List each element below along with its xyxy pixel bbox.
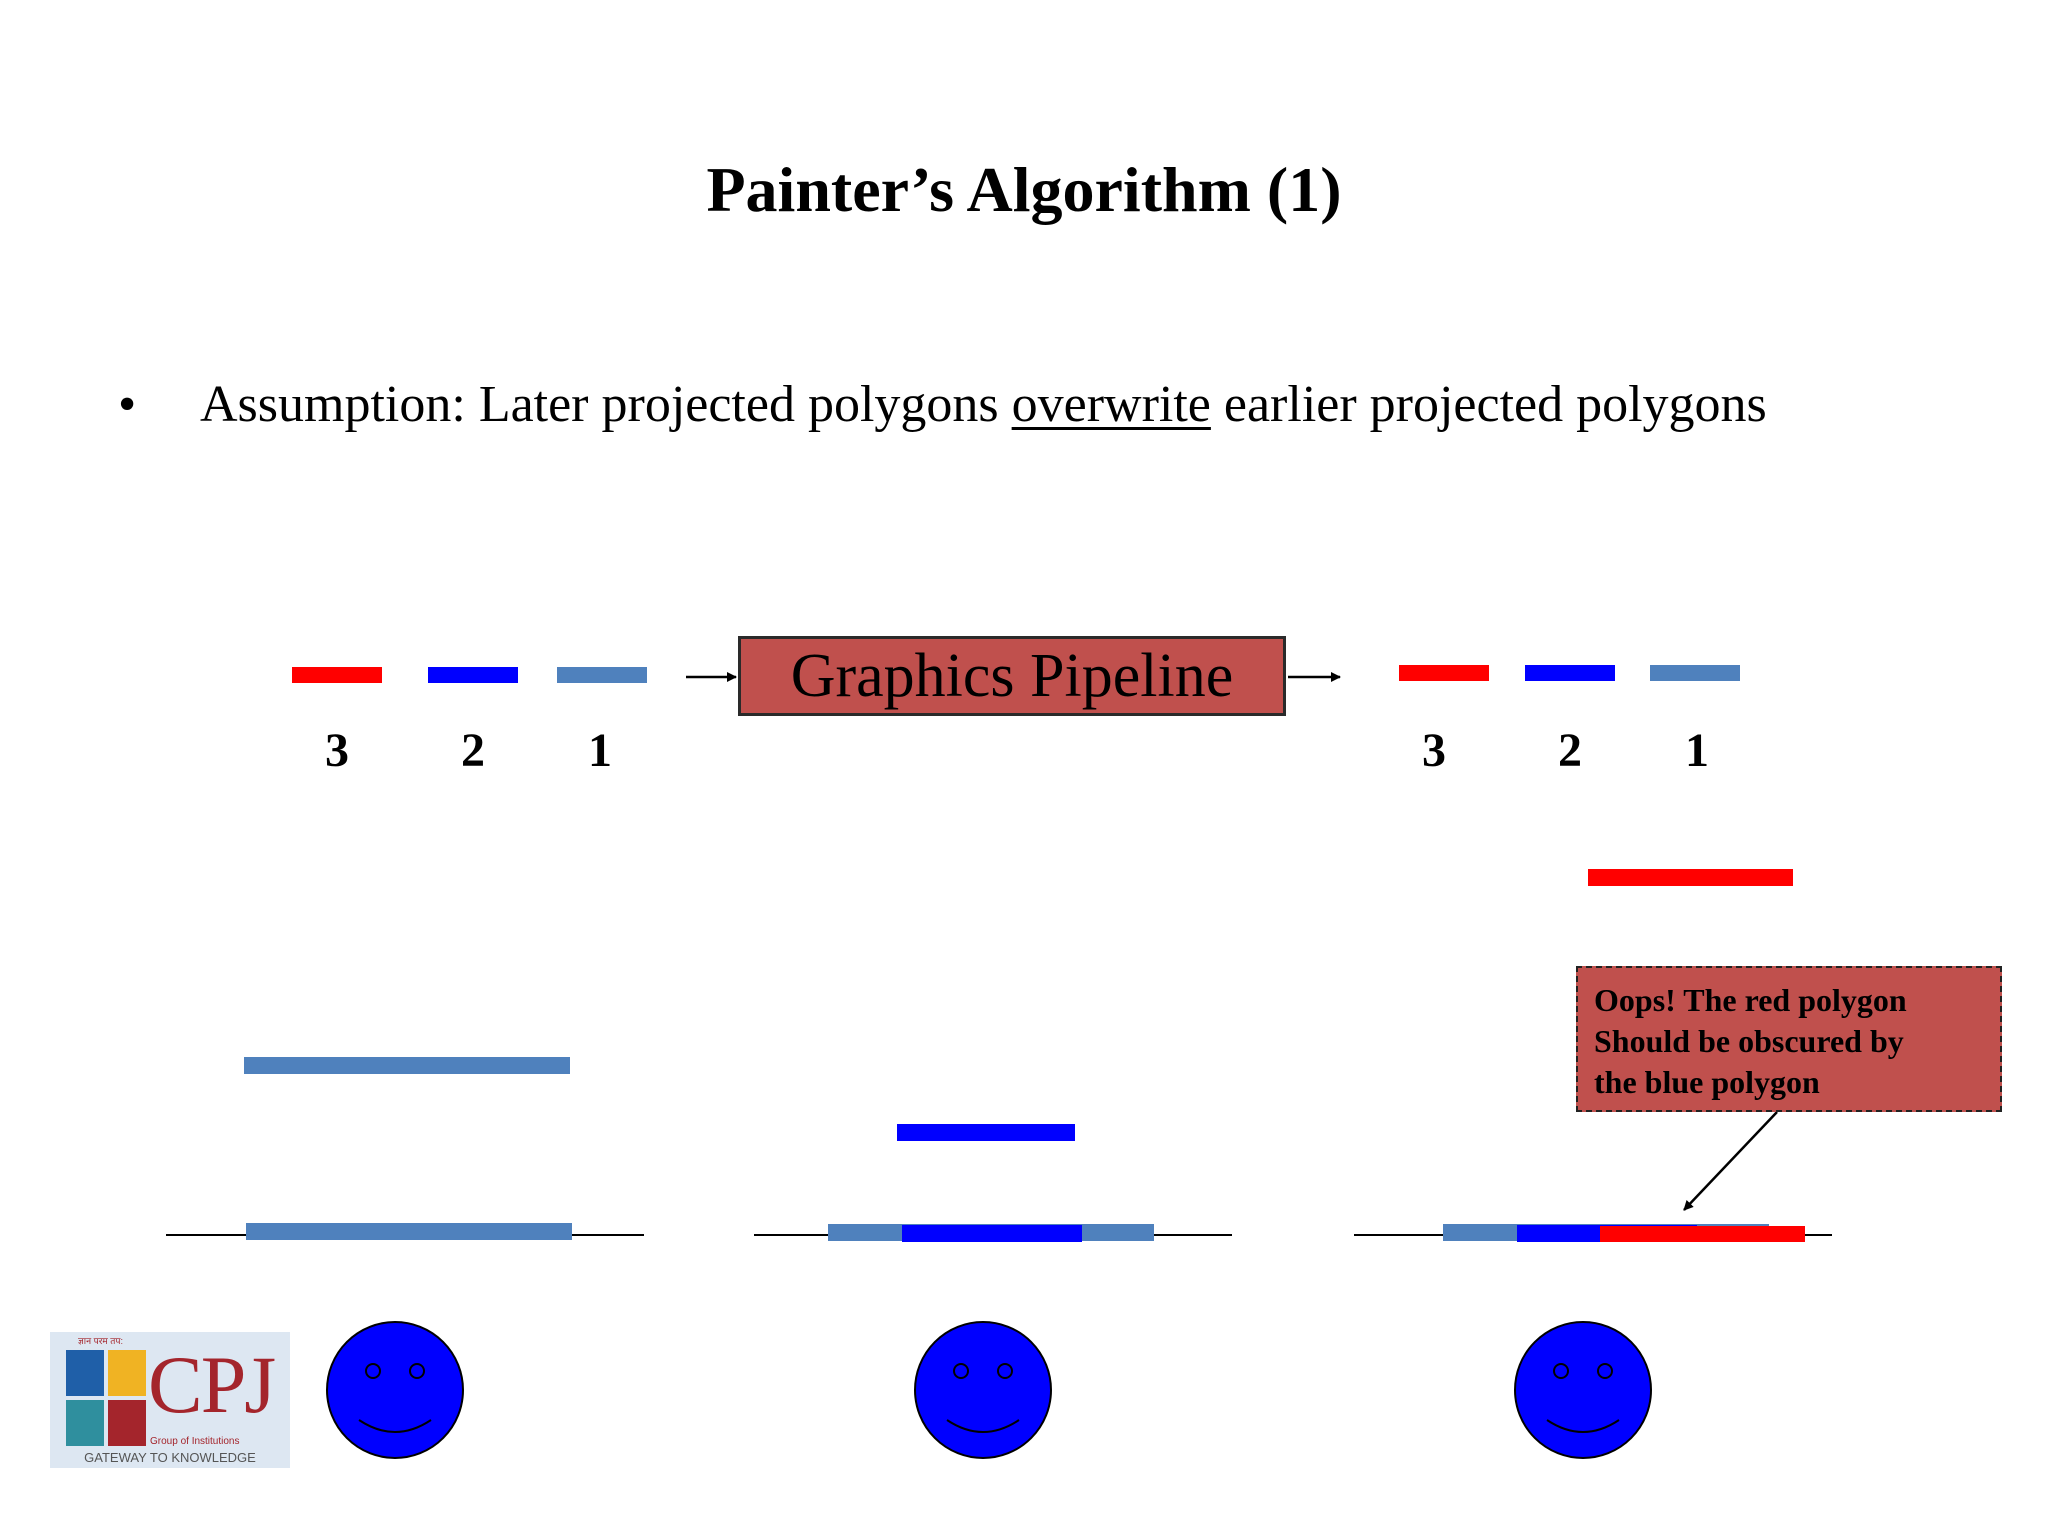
logo-tagline: GATEWAY TO KNOWLEDGE bbox=[84, 1450, 256, 1465]
viewer-face-1 bbox=[326, 1321, 464, 1459]
graphics-pipeline-box: Graphics Pipeline bbox=[738, 636, 1286, 716]
globe-icon bbox=[108, 1350, 146, 1396]
output-polygon-2-blue bbox=[1525, 665, 1615, 681]
viewer-face-3-head bbox=[1514, 1321, 1652, 1459]
logo-name: CPJ bbox=[148, 1339, 276, 1430]
bullet-text-before: Assumption: Later projected polygons bbox=[200, 376, 1012, 433]
bullet-text-after: earlier projected polygons bbox=[1210, 376, 1767, 433]
viewer-face-1-head bbox=[326, 1321, 464, 1459]
oops-callout-box: Oops! The red polygon Should be obscured… bbox=[1576, 966, 2002, 1112]
viewer-face-3-smile bbox=[1546, 1419, 1620, 1433]
callout-line-2: Should be obscured by bbox=[1594, 1023, 1904, 1059]
callout-line-1: Oops! The red polygon bbox=[1594, 982, 1907, 1018]
input-order-label-1: 1 bbox=[588, 724, 612, 777]
logo-top-text: ज्ञान परम तप: bbox=[78, 1336, 124, 1346]
viewer-face-1-right-eye bbox=[409, 1363, 425, 1379]
logo-icon-grid bbox=[66, 1350, 146, 1446]
viewer-face-2-left-eye bbox=[953, 1363, 969, 1379]
scales-icon bbox=[66, 1400, 104, 1446]
output-order-label-2: 2 bbox=[1558, 724, 1582, 777]
viewer-face-1-smile bbox=[358, 1419, 432, 1433]
viewer-face-2-head bbox=[914, 1321, 1052, 1459]
graduation-cap-icon bbox=[66, 1350, 104, 1396]
cpj-logo: ज्ञान परम तप: CPJ Group of Institutions … bbox=[50, 1332, 290, 1468]
viewer-face-2 bbox=[914, 1321, 1052, 1459]
callout-pointer-arrow bbox=[1683, 1111, 1778, 1211]
input-order-label-2: 2 bbox=[461, 724, 485, 777]
viewer-face-3-right-eye bbox=[1597, 1363, 1613, 1379]
output-order-label-3: 3 bbox=[1422, 724, 1446, 777]
input-polygon-3-red bbox=[292, 667, 382, 683]
callout-line-3: the blue polygon bbox=[1594, 1064, 1820, 1100]
viewer-face-3 bbox=[1514, 1321, 1652, 1459]
viewer-face-2-smile bbox=[946, 1419, 1020, 1433]
input-polygon-1-lightblue bbox=[557, 667, 647, 683]
output-polygon-3-red bbox=[1399, 665, 1489, 681]
person-icon bbox=[108, 1400, 146, 1446]
output-order-label-1: 1 bbox=[1685, 724, 1709, 777]
output-polygon-1-lightblue bbox=[1650, 665, 1740, 681]
panel2-incoming-blue-polygon bbox=[897, 1124, 1075, 1141]
input-order-label-3: 3 bbox=[325, 724, 349, 777]
panel3-screen-red bbox=[1600, 1226, 1805, 1242]
viewer-face-3-left-eye bbox=[1553, 1363, 1569, 1379]
viewer-face-1-left-eye bbox=[365, 1363, 381, 1379]
bullet-marker: • bbox=[118, 376, 137, 433]
input-polygon-2-blue bbox=[428, 667, 518, 683]
panel1-screen-lightblue bbox=[246, 1223, 572, 1240]
logo-subtitle: Group of Institutions bbox=[150, 1436, 240, 1447]
viewer-face-2-right-eye bbox=[997, 1363, 1013, 1379]
panel3-incoming-red-polygon bbox=[1588, 869, 1793, 886]
slide-title: Painter’s Algorithm (1) bbox=[706, 154, 1342, 225]
panel1-incoming-lightblue-polygon bbox=[244, 1057, 570, 1074]
panel2-screen-blue bbox=[902, 1225, 1082, 1242]
bullet-text-underlined: overwrite bbox=[1011, 376, 1211, 433]
bullet-text: Assumption: Later projected polygons ove… bbox=[200, 370, 1767, 440]
